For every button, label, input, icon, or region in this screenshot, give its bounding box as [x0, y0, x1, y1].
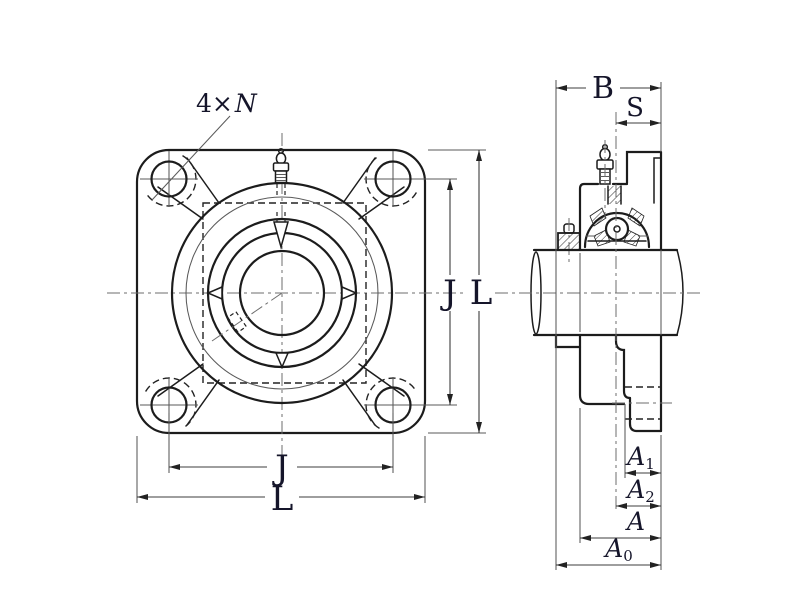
spherical-seat-arc	[583, 211, 651, 249]
hidden-spigot-square	[202, 202, 367, 384]
dim-label-bolt-pitch-horizontal: J	[272, 448, 289, 488]
ball	[604, 216, 630, 242]
bolt-callout: 4×N	[151, 89, 258, 201]
bolt-counterbore-arcs	[144, 154, 418, 430]
grease-passage	[273, 212, 289, 250]
dim-label-center-to-face-s: S	[626, 93, 644, 123]
shaft-break-right	[676, 249, 684, 336]
bolt-hole	[150, 160, 188, 198]
dim-label-a0: A0	[603, 534, 633, 565]
callout-leader-line	[151, 115, 231, 201]
dim-label-a2: A2	[625, 475, 655, 506]
bolt-hole	[374, 160, 412, 198]
bearing-section	[586, 185, 648, 247]
dim-label-overall-width-b: B	[592, 71, 614, 106]
side-view: B S A1 A2 A A0	[495, 71, 703, 570]
dim-label-bolt-pitch-vertical: J	[440, 273, 457, 313]
bolt-callout-label: 4×N	[196, 89, 258, 118]
flange-plate-outline	[135, 148, 427, 435]
side-extension-lines	[555, 80, 662, 570]
locking-collar	[554, 218, 582, 349]
set-screw-hidden	[211, 292, 283, 342]
front-view: 4×N J L J L	[107, 89, 492, 519]
housing-lower-profile	[578, 333, 672, 433]
dim-label-a1: A1	[625, 442, 655, 473]
hidden-bolt-hole	[625, 386, 660, 420]
front-dimensions: J L J L	[136, 149, 493, 519]
grease-fitting-icon	[272, 147, 290, 196]
dim-label-a: A	[625, 507, 645, 536]
grease-hole-section	[608, 186, 621, 204]
dim-label-overall-height: L	[470, 273, 493, 313]
side-dimensions: B S A1 A2 A A0	[556, 71, 661, 568]
housing-section	[578, 150, 663, 433]
bolt-holes	[140, 151, 422, 433]
seal-notches	[206, 285, 358, 369]
dim-label-overall-width: L	[271, 479, 294, 519]
shaft	[495, 248, 703, 337]
grease-fitting-side-icon	[596, 140, 614, 218]
